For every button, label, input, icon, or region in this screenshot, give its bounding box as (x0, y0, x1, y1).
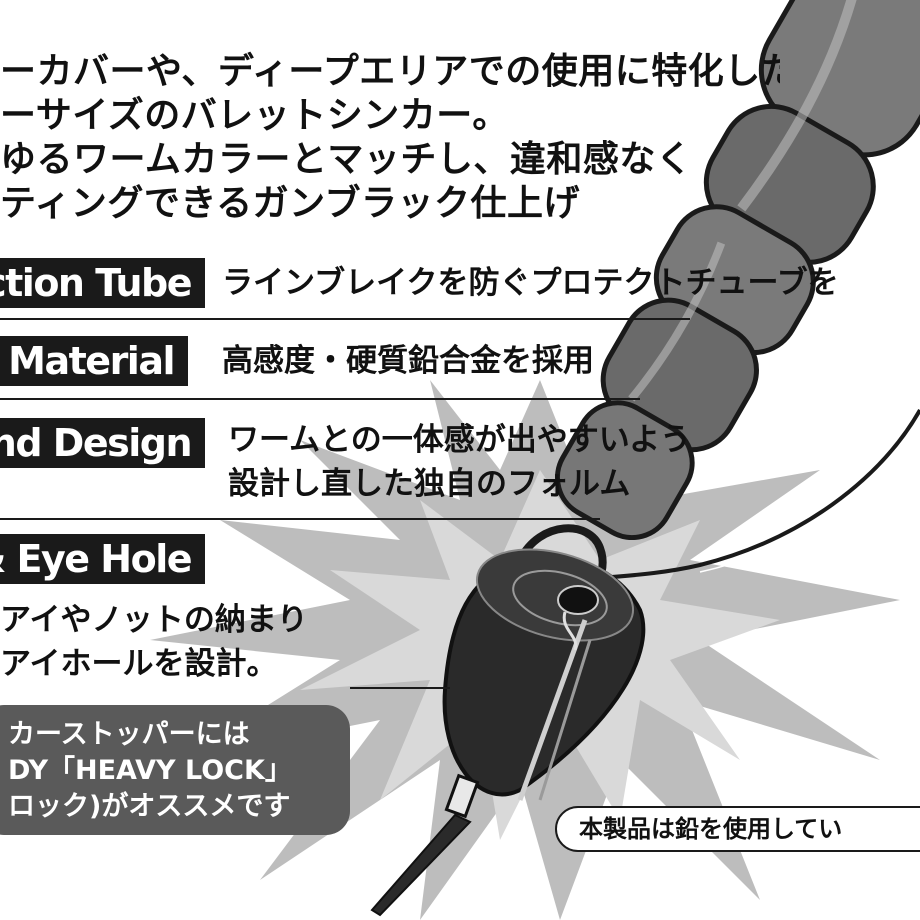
bullet-sinker (442, 548, 646, 801)
feature-desc: アイホールを設計。 (0, 646, 278, 682)
feature-desc: 設計し直した独自のフォルム (228, 466, 631, 502)
lead-notice-badge: 本製品は鉛を使用してい (555, 806, 920, 852)
hook-point (370, 813, 472, 917)
feature-desc: アイやノットの納まり (0, 602, 308, 638)
worm-body (555, 0, 920, 541)
feature-desc: ラインブレイクを防ぐプロテクトチューブを (222, 265, 839, 301)
feature-desc: ワームとの一体感が出やすいよう (228, 422, 692, 458)
feature-label-eye-hole: & Eye Hole (0, 534, 205, 584)
feature-label-end-design: End Design (0, 418, 205, 468)
feature-label-material: Material (0, 336, 188, 386)
divider (0, 398, 640, 400)
callout-line: DY「HEAVY LOCK」 (8, 755, 292, 786)
callout-line: カーストッパーには (8, 719, 250, 750)
intro-line: ーカバーや、ディープエリアでの使用に特化した (0, 51, 780, 92)
feature-desc: 高感度・硬質鉛合金を採用 (222, 343, 594, 379)
feature-label-protection-tube: ction Tube (0, 258, 205, 308)
divider (0, 318, 690, 320)
recommendation-callout: カーストッパーには DY「HEAVY LOCK」 ロック)がオススメです (0, 705, 350, 835)
fishing-line (599, 409, 920, 580)
intro-line: ーサイズのバレットシンカー。 (0, 95, 509, 136)
intro-line: ティングできるガンブラック仕上げ (0, 183, 581, 224)
divider (0, 518, 600, 520)
protection-tube (444, 773, 480, 819)
intro-line: ゆるワームカラーとマッチし、違和感なく (0, 139, 693, 180)
callout-line: ロック)がオススメです (8, 791, 291, 822)
intro-text: ーカバーや、ディープエリアでの使用に特化した ーサイズのバレットシンカー。 ゆる… (0, 50, 780, 226)
